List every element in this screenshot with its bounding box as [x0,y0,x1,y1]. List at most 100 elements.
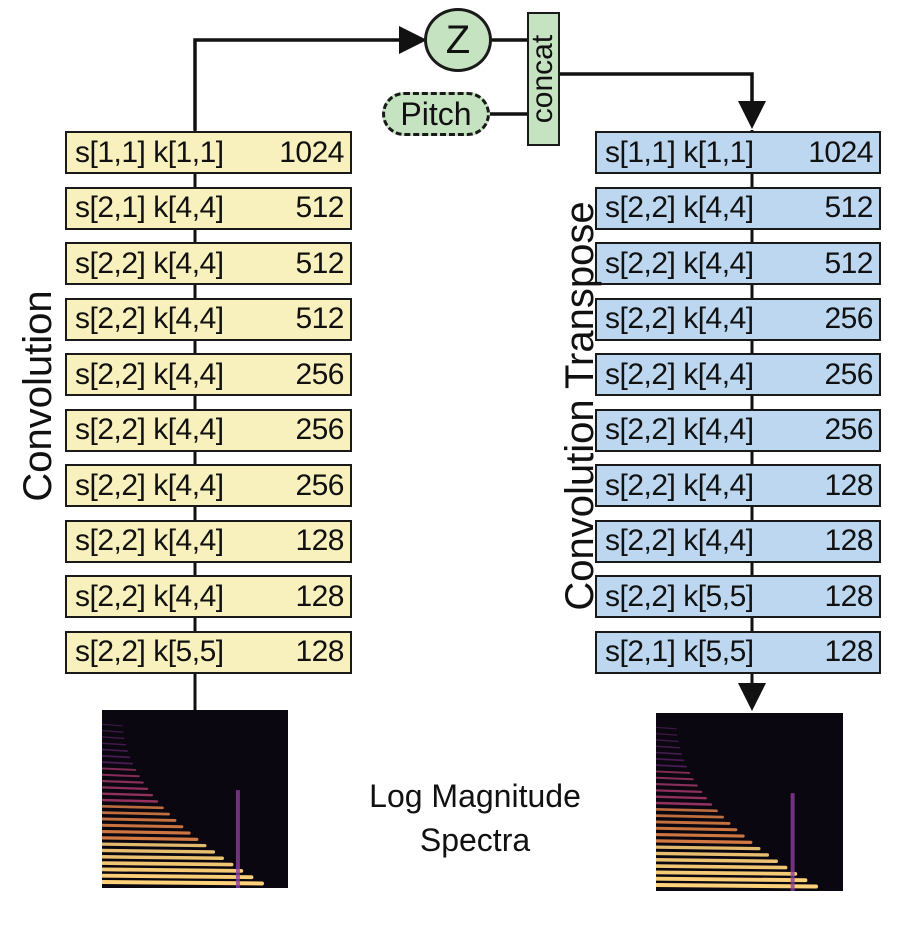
concat-label: concat [526,34,560,124]
spectrogram-harmonic [102,861,234,867]
spectrogram-harmonic [656,870,798,876]
spectrogram-harmonic [102,855,224,861]
decoder-layer-channels: 128 [824,579,873,613]
spectrogram-harmonic [102,873,254,880]
decoder-layer-spec: s[2,1] k[5,5] [605,635,754,668]
decoder-layer-5: s[2,2] k[4,4] 256 [595,353,881,396]
spectrogram-harmonic [102,817,177,822]
encoder-layer-spec: s[2,2] k[4,4] [75,579,224,613]
spectrogram-harmonic [656,733,678,736]
decoder-layer-channels: 256 [824,413,873,446]
latent-label: Z [445,17,471,62]
encoder-layer-channels: 256 [295,468,344,502]
decoder-layer-2: s[2,2] k[4,4]512 [595,186,881,230]
decoder-layer-channels: 256 [824,302,873,335]
spectrogram-harmonic [102,761,134,765]
decoder-layer-spec: s[2,2] k[4,4] [605,357,754,391]
spectrogram-harmonic [656,795,708,800]
spectrogram-harmonic [656,826,738,832]
encoder-layer-3: s[2,2] k[4,4]512 [65,242,352,285]
spectrogram-harmonic [102,811,170,816]
spectrogram-release [790,793,795,891]
decoder-layer-spec: s[1,1] k[1,1] [605,135,754,169]
spectrogram-harmonic [102,779,144,784]
spectrogram-harmonic [656,820,731,825]
caption-line-1: Log Magnitude [369,778,581,814]
decoder-layer-7: s[2,2] k[4,4]128 [595,464,881,507]
decoder-layer-spec: s[2,2] k[4,4] [605,302,754,335]
encoder-layer-7: s[2,2] k[4,4]256 [65,464,352,507]
spectrogram-harmonic [656,776,694,781]
decoder-layer-channels: 256 [824,357,873,391]
spectrogram-harmonic [656,883,818,889]
decoder-layer-spec: s[2,2] k[4,4] [605,468,754,502]
encoder-layer-channels: 1024 [279,135,344,169]
encoder-layer-channels: 128 [295,579,344,613]
decoder-layer-10: s[2,1] k[5,5]128 [595,630,881,674]
encoder-layer-8: s[2,2] k[4,4]128 [65,519,352,563]
spectrogram-harmonic [656,745,681,749]
encoder-layer-channels: 512 [295,191,344,224]
spectrogram-harmonic [656,876,808,883]
spectrogram-harmonic [102,829,191,835]
pitch-node: Pitch [382,92,490,136]
spectrogram-harmonic [656,851,770,857]
spectrogram-harmonic [102,767,137,771]
input-spectrogram [102,710,288,888]
latent-node: Z [424,8,492,72]
spectrogram-harmonic [102,805,164,810]
spectrogram-harmonic [656,751,682,755]
spectrogram-harmonic [656,814,724,819]
encoder-layer-1: s[1,1] k[1,1] 1024 [65,131,352,174]
spectrogram-harmonic [656,782,698,787]
encoder-label: Convolution [16,290,60,502]
spectrogram-release [235,790,240,888]
decoder-layer-channels: 512 [824,246,873,280]
concat-to-decoder-arrow [560,72,766,129]
encoder-layer-10: s[2,2] k[5,5]128 [65,630,352,674]
spectrogram-harmonic [656,726,677,730]
encoder-layer-4: s[2,2] k[4,4] 512 [65,297,352,341]
encoder-layer-channels: 512 [295,246,344,280]
decoder-layer-spec: s[2,2] k[4,4] [605,413,754,446]
spectrogram-harmonic [656,858,778,864]
spectrogram-harmonic [656,770,691,774]
spectrogram-harmonic [656,764,688,768]
spectrogram-harmonic [102,792,154,797]
output-spectrogram [656,713,843,891]
encoder-layer-channels: 512 [295,302,344,335]
spectrogram-harmonic [102,773,140,778]
spectrogram-harmonic [102,798,159,803]
encoder-layer-9: s[2,2] k[4,4] 128 [65,575,352,618]
spectrogram-harmonic [656,801,713,806]
encoder-layer-spec: s[2,1] k[4,4] [75,191,224,224]
decoder-layer-4: s[2,2] k[4,4] 256 [595,297,881,341]
spectrogram-harmonic [656,808,718,813]
spectrogram-harmonic [102,736,125,740]
spectrogram-harmonic [656,845,761,851]
encoder-layer-spec: s[2,2] k[4,4] [75,357,224,391]
encoder-layer-spec: s[1,1] k[1,1] [75,135,224,169]
spectrogram-harmonic [102,786,149,791]
spectrogram-harmonic [102,842,207,848]
spectra-caption: Log Magnitude Spectra [330,774,620,862]
spectrogram-harmonic [102,823,184,829]
spectrogram-harmonic [102,723,123,727]
decoder-layer-channels: 512 [824,191,873,224]
concat-node: concat [527,12,560,146]
decoder-label: Convolution Transpose [558,201,602,611]
decoder-layer-channels: 128 [824,524,873,557]
decoder-layer-8: s[2,2] k[4,4] 128 [595,519,881,563]
decoder-layer-spec: s[2,2] k[4,4] [605,246,754,280]
spectrogram-harmonic [656,739,679,743]
encoder-to-latent-arrow [193,26,427,130]
encoder-layer-2: s[2,1] k[4,4] 512 [65,186,352,230]
spectrogram-harmonic [656,839,753,844]
spectrogram-harmonic [102,730,124,733]
encoder-layer-spec: s[2,2] k[4,4] [75,302,224,335]
pitch-label: Pitch [400,95,472,132]
encoder-layer-channels: 256 [295,413,344,446]
spectrogram-harmonic [102,867,244,873]
decoder-layer-spec: s[2,2] k[4,4] [605,524,754,557]
caption-line-2: Spectra [419,822,531,858]
